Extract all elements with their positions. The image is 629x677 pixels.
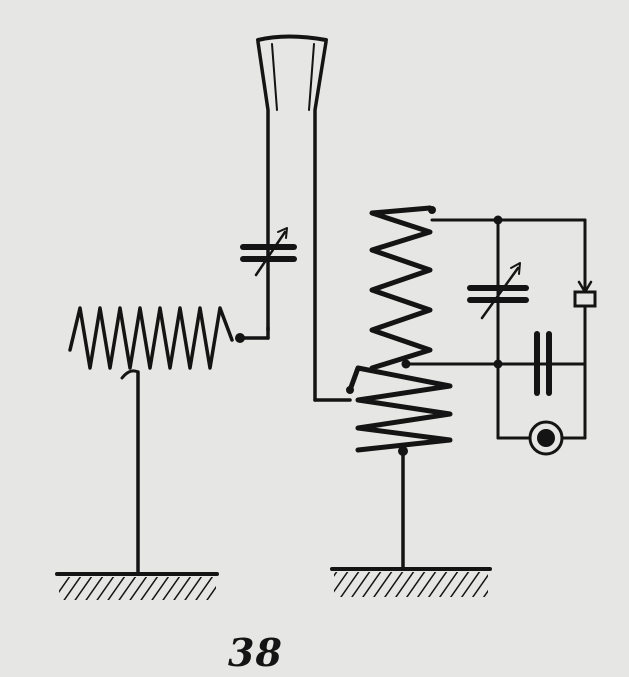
detector-circuit [401, 215, 587, 440]
secondary-variable-capacitor [467, 262, 529, 320]
ground-right [330, 446, 492, 597]
fixed-capacitor [534, 331, 552, 396]
telephone-receiver [528, 420, 564, 456]
tuning-coil-left [68, 306, 270, 380]
figure-number: 38 [228, 630, 283, 675]
coupler-secondary-coil [369, 205, 436, 371]
ground-left [55, 370, 219, 600]
aerial-variable-capacitor [240, 227, 297, 277]
detector [573, 280, 597, 308]
coupler-primary-coil [347, 365, 453, 453]
aerial [256, 34, 328, 402]
